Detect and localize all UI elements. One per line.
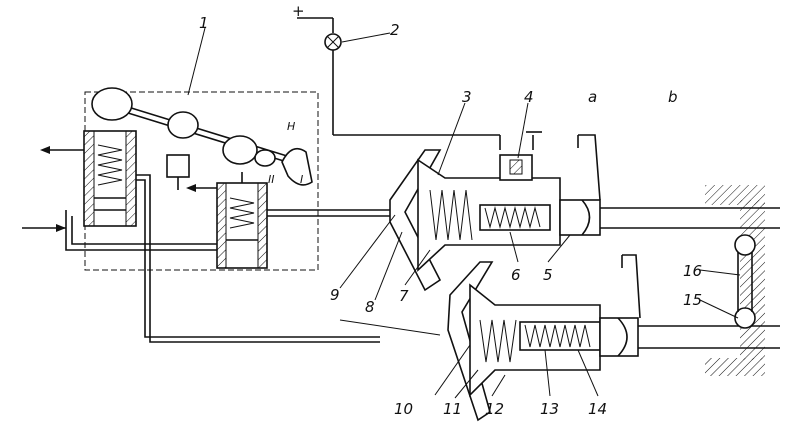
lower-actuator xyxy=(447,261,780,422)
lamp-circuit xyxy=(297,17,542,150)
label-7: 7 xyxy=(399,287,409,305)
label-I: I xyxy=(300,173,303,186)
label-12: 12 xyxy=(485,400,504,418)
valve-unit-right xyxy=(216,172,268,269)
camshaft xyxy=(91,87,313,186)
label-5: 5 xyxy=(543,266,553,284)
label-13: 13 xyxy=(540,400,559,418)
label-2: 2 xyxy=(390,21,400,39)
label-15: 15 xyxy=(683,291,702,309)
pipelines xyxy=(65,174,395,343)
label-II: II xyxy=(268,173,275,186)
leader-lines xyxy=(187,27,741,399)
label-6: 6 xyxy=(511,266,521,284)
label-10: 10 xyxy=(394,400,413,418)
label-14: 14 xyxy=(588,400,607,418)
gearbox-wall xyxy=(705,185,765,376)
flow-arrows xyxy=(22,146,217,232)
lamp-icon xyxy=(324,33,342,51)
label-9: 9 xyxy=(330,286,340,304)
label-H: H xyxy=(287,120,295,133)
label-4: 4 xyxy=(524,88,534,106)
label-3: 3 xyxy=(462,88,472,106)
valve-unit-left xyxy=(83,130,190,227)
lever-a xyxy=(577,134,601,201)
label-16: 16 xyxy=(683,262,702,280)
label-b: b xyxy=(668,88,678,106)
label-a: a xyxy=(588,88,597,106)
label-plus: + xyxy=(292,2,305,20)
upper-actuator xyxy=(389,149,780,292)
label-11: 11 xyxy=(443,400,462,418)
lever-b xyxy=(621,254,641,319)
label-8: 8 xyxy=(365,298,375,316)
label-1: 1 xyxy=(199,14,209,32)
